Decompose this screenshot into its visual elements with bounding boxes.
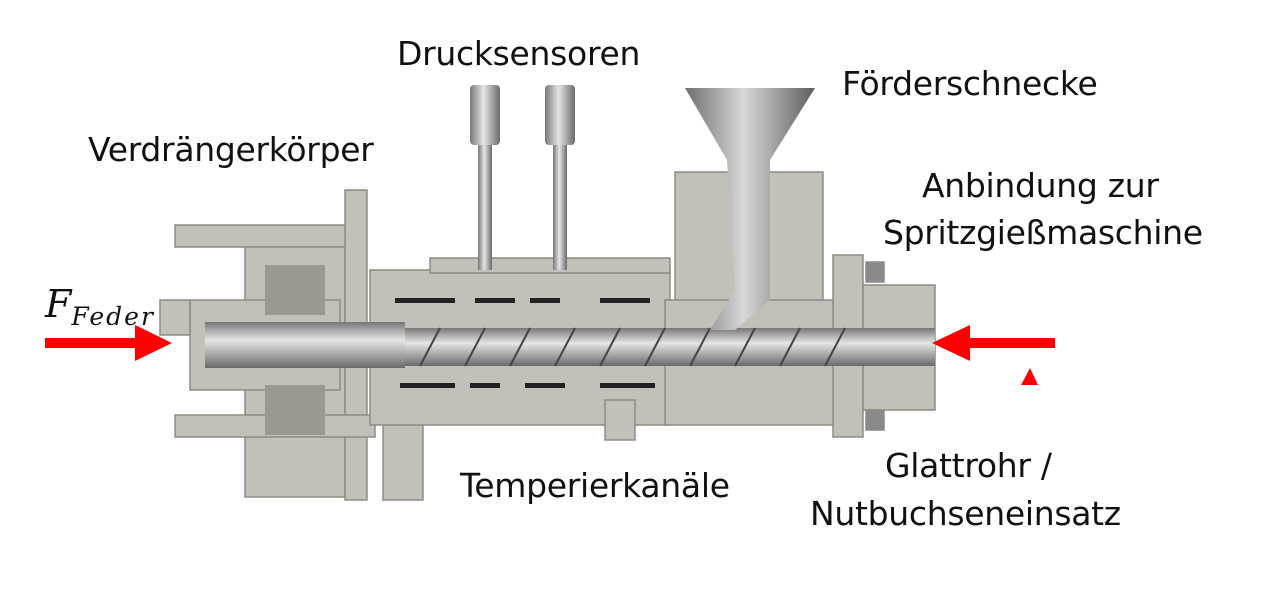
label-temper-channels: Temperierkanäle [460, 466, 730, 505]
pressure-sensor [470, 85, 500, 270]
force-symbol: F [45, 282, 72, 326]
spring-force-arrow [45, 325, 172, 361]
temper-channels [395, 298, 655, 388]
hopper-funnel [685, 88, 815, 330]
label-displacer: Verdrängerkörper [88, 130, 374, 169]
displacer-body [205, 322, 405, 368]
label-connection-2: Spritzgießmaschine [883, 213, 1203, 252]
cavity [265, 265, 325, 315]
label-feed-screw: Förderschnecke [842, 64, 1098, 103]
pressure-sensor [545, 85, 575, 270]
screw-flights [419, 327, 846, 367]
machine-force-arrow [932, 325, 1055, 361]
cavity [265, 385, 325, 435]
label-pressure-sensors: Drucksensoren [397, 34, 641, 73]
label-tube-2: Nutbuchseneinsatz [810, 494, 1121, 533]
label-connection-1: Anbindung zur [922, 166, 1159, 205]
force-subscript: Feder [71, 302, 155, 331]
spring-force-label: FFeder [45, 282, 155, 331]
marker-triangle [1021, 368, 1038, 385]
label-tube-1: Glattrohr / [885, 446, 1052, 485]
feed-screw [405, 328, 935, 366]
